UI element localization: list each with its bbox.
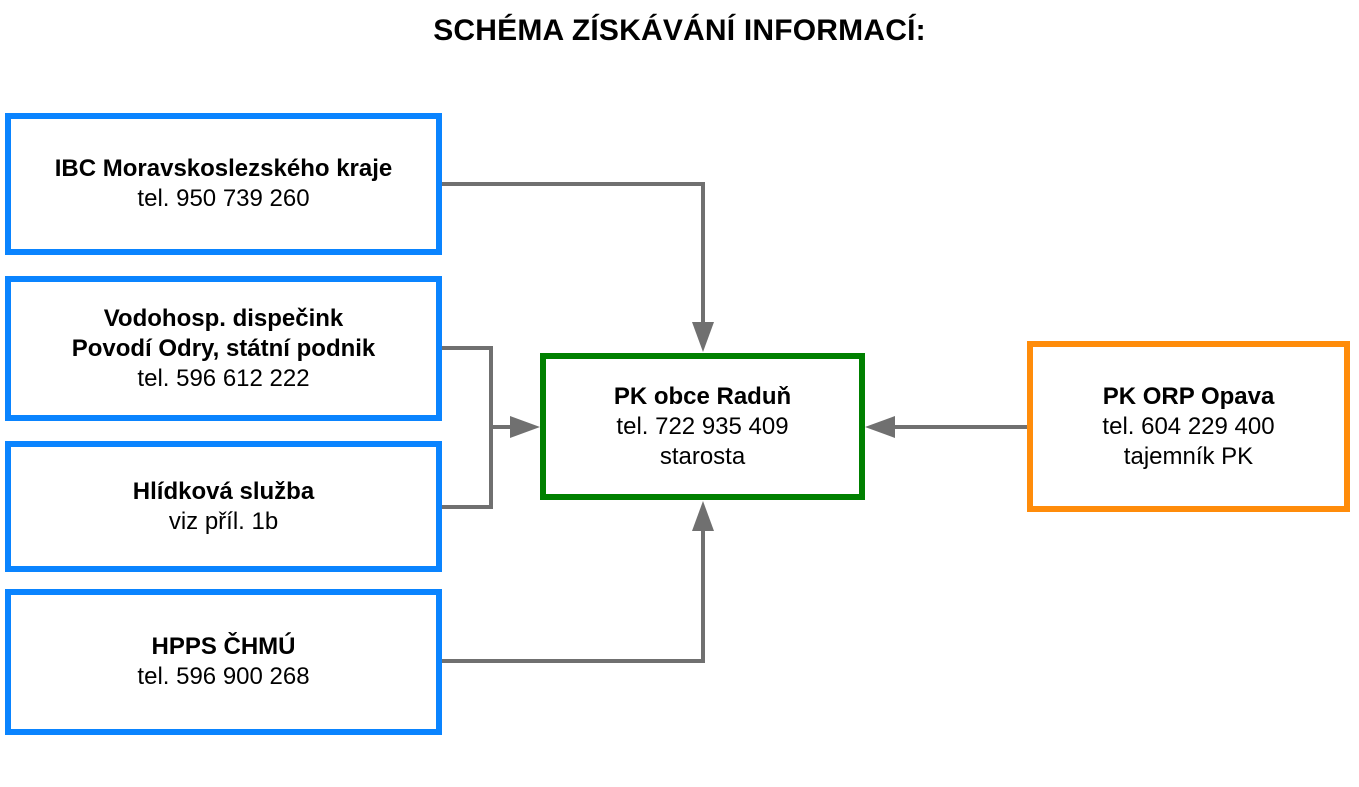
node-orp-phone: tel. 604 229 400 xyxy=(1102,412,1275,440)
connector-hpps-to-center xyxy=(442,522,705,663)
node-orp-role: tajemník PK xyxy=(1123,442,1254,470)
node-hpps-name: HPPS ČHMÚ xyxy=(151,633,296,660)
node-vodo-phone: tel. 596 612 222 xyxy=(137,364,310,392)
node-orp-name: PK ORP Opava xyxy=(1102,382,1275,410)
diagram-title: SCHÉMA ZÍSKÁVÁNÍ INFORMACÍ: xyxy=(433,14,926,47)
node-center-name: PK obce Raduň xyxy=(613,382,792,410)
node-vodo-name-2: Povodí Odry, státní podnik xyxy=(71,334,376,362)
node-hlidkova-sluzba: Hlídková služba viz příl. 1b xyxy=(5,441,442,572)
node-ibc-phone: tel. 950 739 260 xyxy=(137,185,310,212)
connector-vodo-bracket xyxy=(442,346,493,509)
arrowhead-orp-to-center xyxy=(865,416,895,438)
node-pk-obce-radun: PK obce Raduň tel. 722 935 409 starosta xyxy=(540,353,865,500)
node-hlid-name: Hlídková služba xyxy=(132,477,315,505)
node-hpps-phone: tel. 596 900 268 xyxy=(137,663,310,690)
node-pk-orp-opava: PK ORP Opava tel. 604 229 400 tajemník P… xyxy=(1027,341,1350,512)
connector-ibc-to-center xyxy=(442,182,705,332)
arrowhead-bracket-to-center xyxy=(510,416,540,438)
node-hlid-note: viz příl. 1b xyxy=(168,507,279,535)
node-vodo-name-1: Vodohosp. dispečink xyxy=(103,304,344,332)
node-hpps-chmu: HPPS ČHMÚ tel. 596 900 268 xyxy=(5,589,442,735)
node-center-role: starosta xyxy=(659,442,746,470)
node-vodohosp-dispecink: Vodohosp. dispečink Povodí Odry, státní … xyxy=(5,276,442,421)
arrowhead-hpps-to-center xyxy=(692,501,714,531)
arrowhead-ibc-to-center xyxy=(692,322,714,352)
node-ibc-msk: IBC Moravskoslezského kraje tel. 950 739… xyxy=(5,113,442,255)
node-ibc-name: IBC Moravskoslezského kraje xyxy=(54,155,393,182)
node-center-phone: tel. 722 935 409 xyxy=(616,412,789,440)
